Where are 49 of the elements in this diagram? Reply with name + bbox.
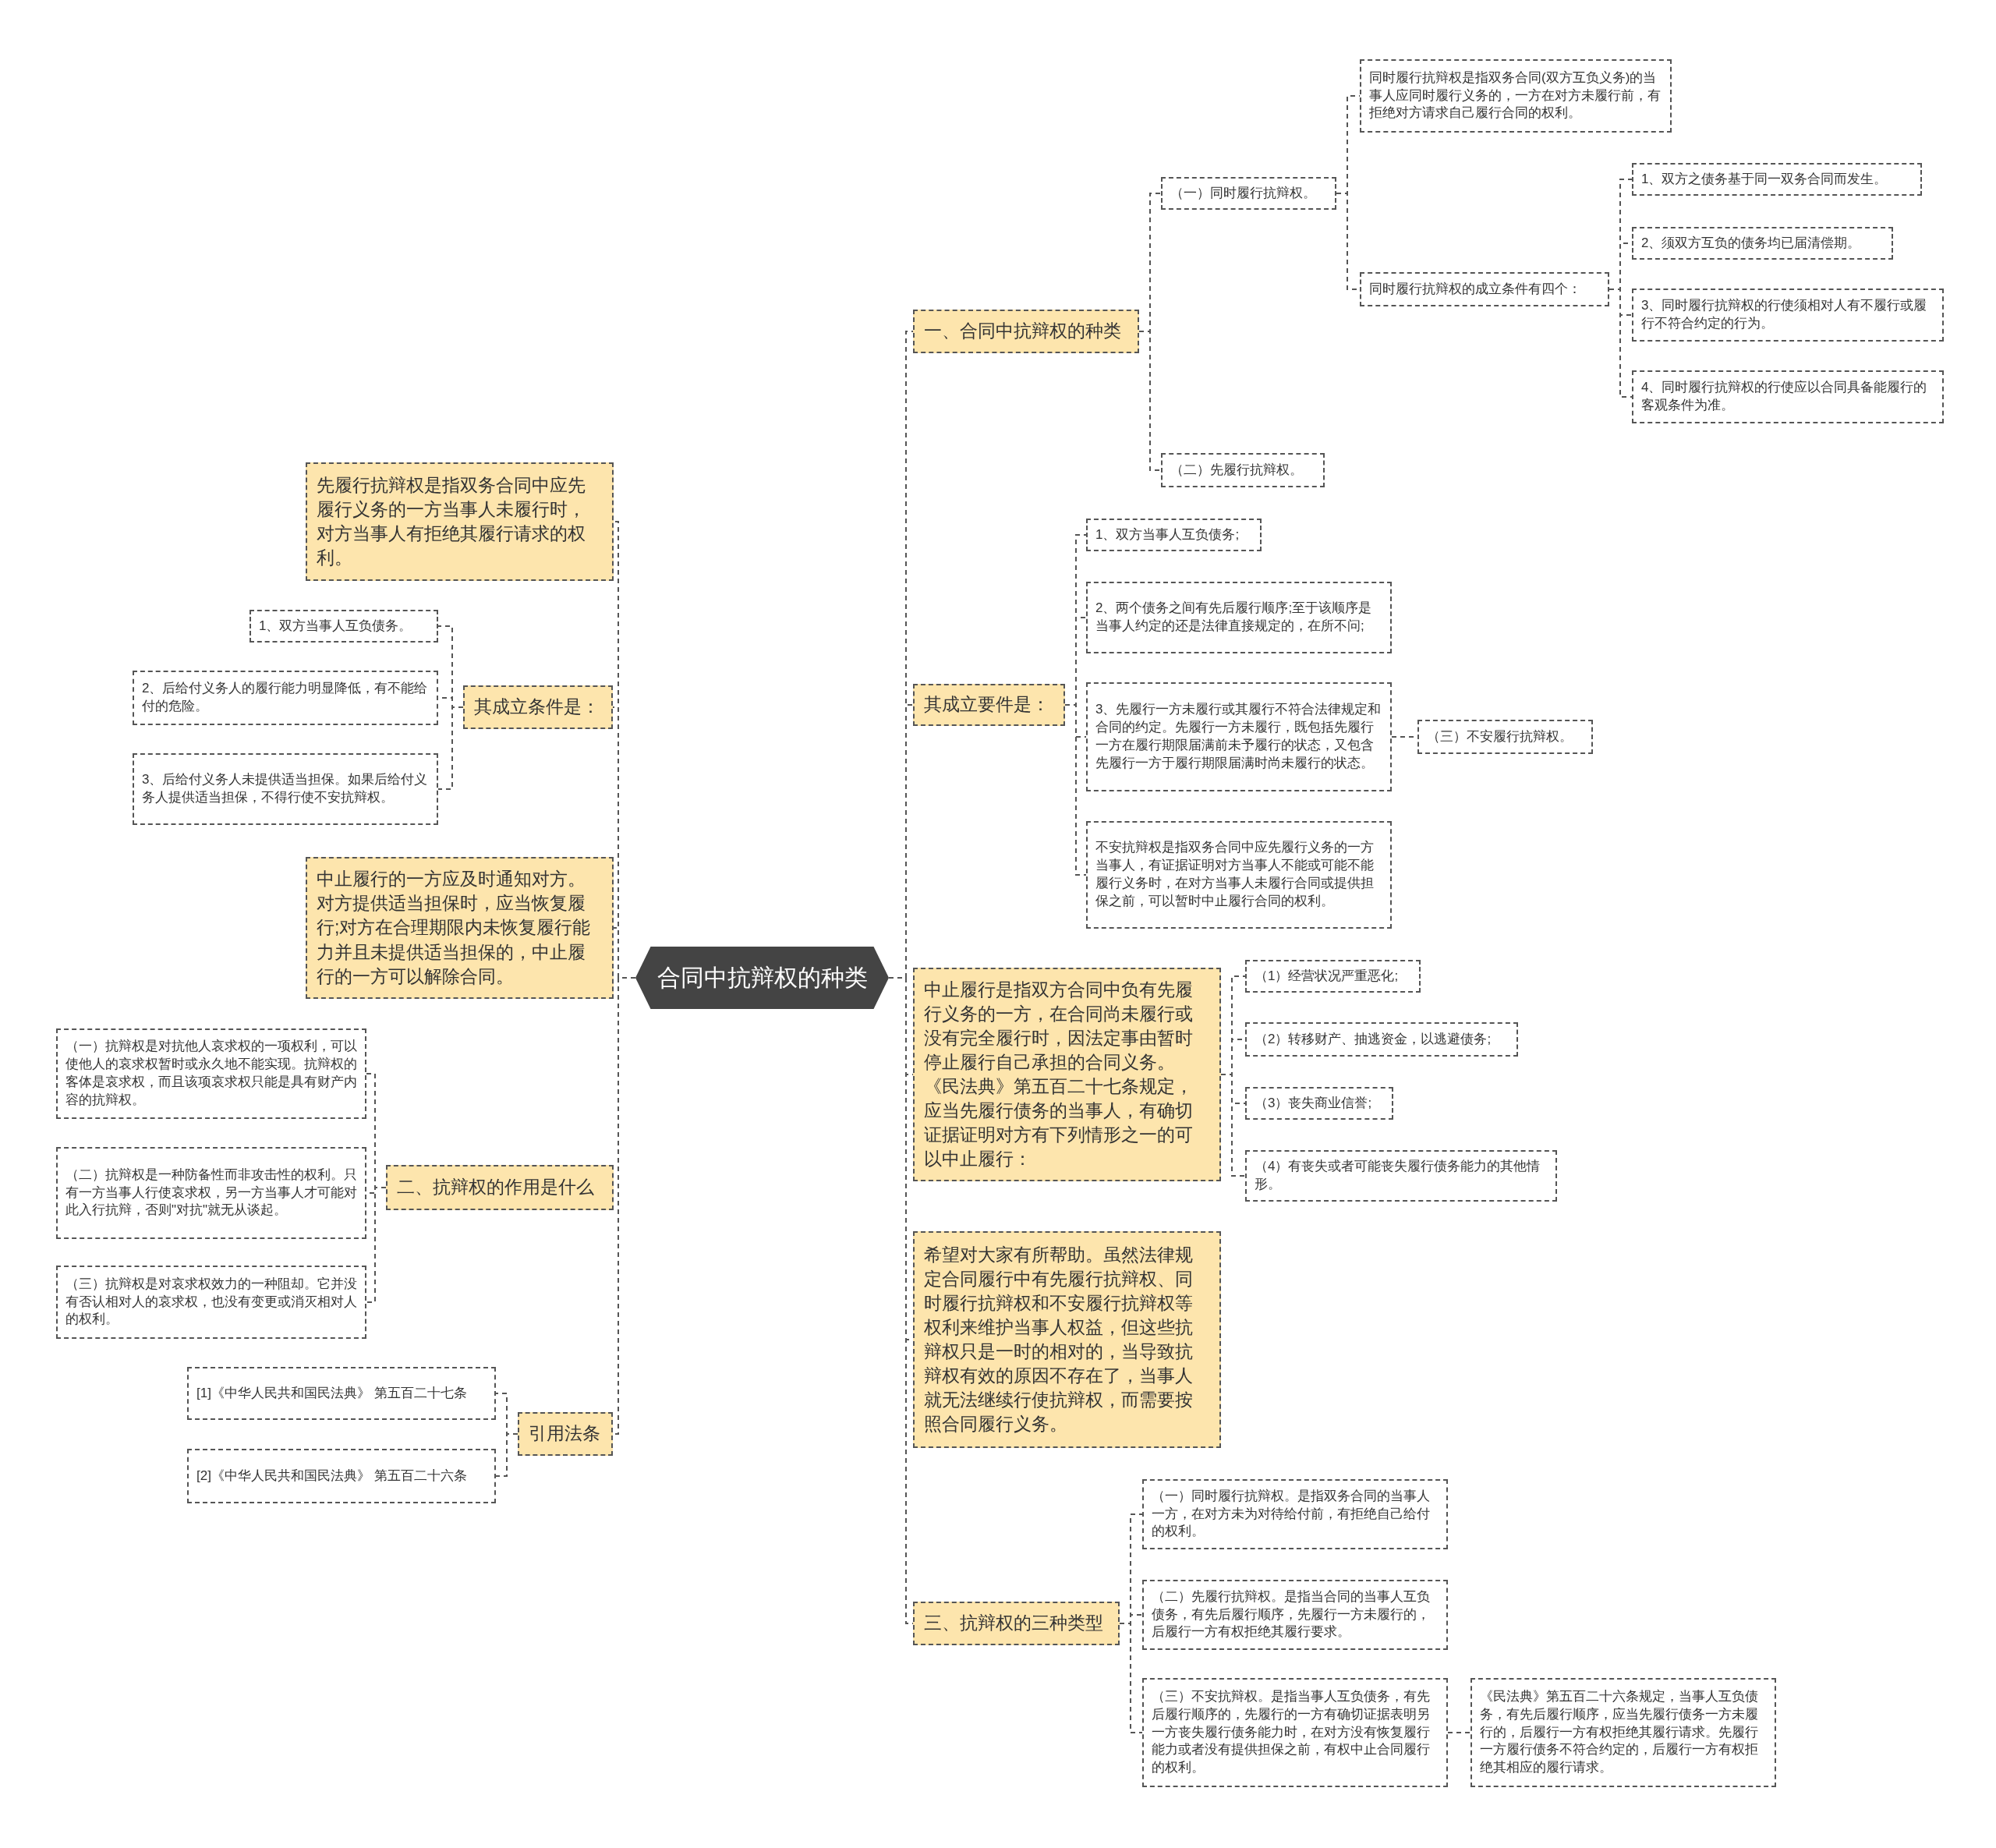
subtopic-box: （4）有丧失或者可能丧失履行债务能力的其他情形。 (1245, 1150, 1557, 1202)
subtopic-box: 3、后给付义务人未提供适当担保。如果后给付义务人提供适当担保，不得行使不安抗辩权。 (133, 753, 438, 825)
subtopic-box: 同时履行抗辩权是指双务合同(双方互负义务)的当事人应同时履行义务的，一方在对方未履行前，有拒绝对方请求自己履行合同的权利。 (1360, 59, 1672, 133)
subtopic-box: 1、双方当事人互负债务; (1086, 519, 1262, 551)
subtopic-box: 不安抗辩权是指双务合同中应先履行义务的一方当事人，有证据证明对方当事人不能或可能不能履行义务时，在对方当事人未履行合同或提供担保之前，可以暂时中止履行合同的权利。 (1086, 821, 1392, 929)
connector-line (437, 706, 464, 790)
connector-line (1220, 1074, 1246, 1177)
subtopic-box: （二）抗辩权是一种防备性而非攻击性的权利。只有一方当事人行使哀求权，另一方当事人才可能对此入行抗辩，否则"对抗"就无从谈起。 (56, 1147, 366, 1239)
subtopic-box: （二）先履行抗辩权。是指当合同的当事人互负债务，有先后履行顺序，先履行一方未履行的，后履行一方有权拒绝其履行要求。 (1142, 1580, 1448, 1650)
subtopic-box: 1、双方之债务基于同一双务合同而发生。 (1632, 163, 1922, 196)
subtopic-box: （3）丧失商业信誉; (1245, 1087, 1393, 1120)
subtopic-box: （一）同时履行抗辩权。是指双务合同的当事人一方，在对方未为对待给付前，有拒绝自己给付的权利。 (1142, 1479, 1448, 1549)
topic-box: 中止履行是指双方合同中负有先履行义务的一方，在合同尚未履行或没有完全履行时，因法定事由暂时停止履行自己承担的合同义务。《民法典》第五百二十七条规定，应当先履行债务的当事人，有确切证据证明对方有下列情形之一的可以中止履行： (913, 968, 1221, 1181)
subtopic-box: 2、须双方互负的债务均已届清偿期。 (1632, 227, 1893, 260)
central-topic: 合同中抗辩权的种类 (635, 947, 889, 1009)
topic-box: 中止履行的一方应及时通知对方。对方提供适当担保时，应当恢复履行;对方在合理期限内未恢复履行能力并且未提供适当担保的，中止履行的一方可以解除合同。 (306, 857, 614, 999)
subtopic-box: （1）经营状况严重恶化; (1245, 960, 1421, 993)
topic-box: 希望对大家有所帮助。虽然法律规定合同履行中有先履行抗辩权、同时履行抗辩权和不安履行抗辩权等权利来维护当事人权益，但这些抗辩权只是一时的相对的，当导致抗辩权有效的原因不存在了，当事人就无法继续行使抗辩权，而需要按照合同履行义务。 (913, 1231, 1221, 1448)
connector-line (1119, 1623, 1143, 1733)
subtopic-box: （三）不安履行抗辩权。 (1417, 720, 1593, 754)
subtopic-box: （一）抗辩权是对抗他人哀求权的一项权利，可以使他人的哀求权暂时或永久地不能实现。抗辩权的客体是哀求权，而且该项哀求权只能是具有财产内容的抗辩权。 (56, 1028, 366, 1119)
connector-line (1064, 704, 1087, 876)
subtopic-box: （一）同时履行抗辩权。 (1161, 177, 1336, 210)
topic-box: 二、抗辩权的作用是什么 (386, 1165, 614, 1210)
subtopic-box: [2]《中华人民共和国民法典》 第五百二十六条 (187, 1449, 496, 1503)
subtopic-box: 3、先履行一方未履行或其履行不符合法律规定和合同的约定。先履行一方未履行，既包括先履行一方在履行期限届满前未予履行的状态，又包含先履行一方于履行期限届满时尚未履行的状态。 (1086, 682, 1392, 791)
subtopic-box: （2）转移财产、抽逃资金，以逃避债务; (1245, 1022, 1518, 1057)
subtopic-box: （三）不安抗辩权。是指当事人互负债务，有先后履行顺序的，先履行的一方有确切证据表明另一方丧失履行债务能力时，在对方没有恢复履行能力或者没有提供担保之前，有权中止合同履行的权利。 (1142, 1678, 1448, 1787)
connector-line (1608, 289, 1633, 398)
topic-box: 一、合同中抗辩权的种类 (913, 310, 1139, 353)
connector-line (366, 1187, 387, 1303)
subtopic-box: 同时履行抗辩权的成立条件有四个： (1360, 272, 1609, 306)
subtopic-box: （三）抗辩权是对哀求权效力的一种阻却。它并没有否认相对人的哀求权，也没有变更或消灭相对人的权利。 (56, 1266, 366, 1339)
subtopic-box: （二）先履行抗辩权。 (1161, 453, 1325, 487)
subtopic-box: [1]《中华人民共和国民法典》 第五百二十七条 (187, 1367, 496, 1420)
topic-box: 其成立条件是： (463, 685, 613, 729)
subtopic-box: 3、同时履行抗辩权的行使须相对人有不履行或履行不符合约定的行为。 (1632, 289, 1944, 342)
subtopic-box: 1、双方当事人互负债务。 (250, 610, 438, 643)
topic-box: 三、抗辩权的三种类型 (913, 1602, 1120, 1645)
topic-box: 引用法条 (518, 1412, 613, 1456)
subtopic-box: 2、后给付义务人的履行能力明显降低，有不能给付的危险。 (133, 671, 438, 725)
subtopic-box: 4、同时履行抗辩权的行使应以合同具备能履行的客观条件为准。 (1632, 370, 1944, 423)
topic-box: 其成立要件是： (913, 684, 1065, 726)
subtopic-box: 《民法典》第五百二十六条规定，当事人互负债务，有先后履行顺序，应当先履行债务一方未履行的，后履行一方有权拒绝其履行请求。先履行一方履行债务不符合约定的，后履行一方有权拒绝其相应的履行请求。 (1470, 1678, 1776, 1787)
connector-line (495, 1433, 518, 1477)
topic-box: 先履行抗辩权是指双务合同中应先履行义务的一方当事人未履行时，对方当事人有拒绝其履行请求的权利。 (306, 462, 614, 581)
subtopic-box: 2、两个债务之间有先后履行顺序;至于该顺序是当事人约定的还是法律直接规定的，在所不问; (1086, 582, 1392, 653)
connector-line (1447, 1732, 1471, 1733)
connector-line (1138, 331, 1162, 471)
